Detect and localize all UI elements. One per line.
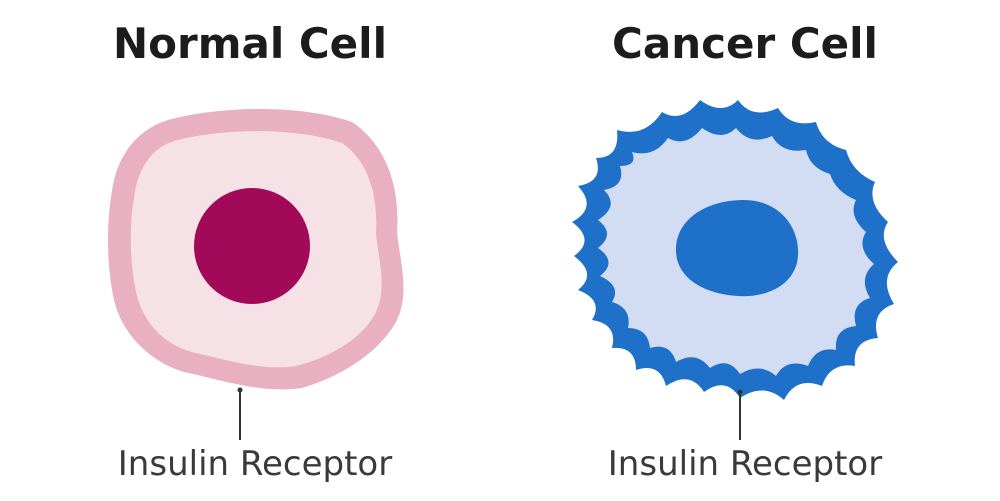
cancer-cell-title: Cancer Cell xyxy=(612,19,878,68)
normal-cell-title: Normal Cell xyxy=(113,19,387,68)
cancer-cell-nucleus xyxy=(676,200,799,297)
cancer-cell-receptor-label: Insulin Receptor xyxy=(607,444,883,484)
cancer-cell xyxy=(572,100,898,440)
normal-cell xyxy=(108,109,404,440)
normal-cell-receptor-label: Insulin Receptor xyxy=(117,444,393,484)
normal-cell-nucleus xyxy=(194,188,310,304)
